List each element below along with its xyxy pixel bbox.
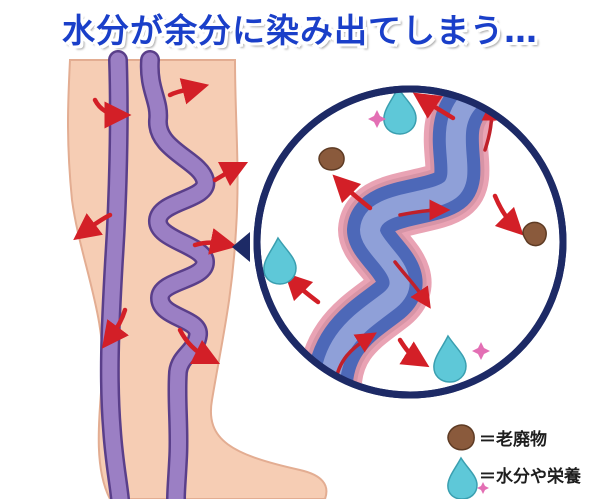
nutrient-sparkles (368, 110, 490, 360)
water-drop-icon (447, 456, 489, 499)
leak-arrows-leg (73, 78, 249, 365)
legend-waste-label: ＝老廃物 (479, 430, 547, 450)
waste-particle-icon (447, 424, 475, 451)
zoom-pointer (232, 232, 250, 262)
water-drops (263, 89, 467, 383)
legend-water-label: ＝水分や栄養 (479, 467, 581, 487)
legend-water: ＝水分や栄養 (479, 462, 581, 487)
waste-particles (318, 147, 547, 247)
legend-waste: ＝老廃物 (479, 425, 547, 450)
page-title: 水分が余分に染み出てしまう… (62, 11, 538, 50)
